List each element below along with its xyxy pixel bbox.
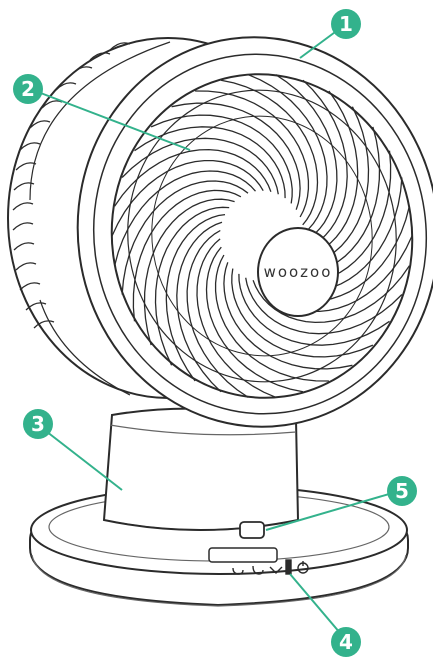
callout-5-number: 5: [395, 479, 409, 503]
callout-leaders: [37, 23, 397, 641]
grille-wire: [245, 277, 403, 335]
sensor-window: [239, 521, 265, 539]
grille-wire: [165, 213, 226, 382]
callout-2-number: 2: [21, 77, 35, 101]
grille-wire: [195, 90, 310, 218]
grille-wire: [220, 79, 319, 226]
leader-5: [265, 491, 397, 531]
grille-wire: [132, 189, 242, 322]
grille-wire: [252, 265, 410, 324]
grille-wire: [121, 180, 249, 295]
grille-wire: [231, 268, 374, 358]
grille-wire: [114, 148, 272, 207]
callout-1: 1: [331, 9, 361, 39]
grille-wire: [143, 198, 235, 346]
swing-icon: [252, 565, 264, 575]
leader-2: [37, 91, 191, 151]
grille-wire: [111, 159, 264, 237]
grille-wire: [121, 137, 279, 195]
grille-wire: [113, 170, 256, 266]
grille-wire: [275, 74, 338, 243]
grille-wire: [171, 102, 301, 210]
callout-1-number: 1: [339, 12, 353, 36]
callout-3-number: 3: [31, 412, 45, 436]
grille-spirals: [111, 74, 413, 398]
front-grille: [110, 73, 414, 399]
brand-logo-text: woozoo: [264, 263, 333, 281]
grille-wire: [205, 246, 304, 393]
grille-wire: [186, 229, 249, 398]
grille-wire: [223, 262, 353, 370]
grille-wire: [176, 221, 223, 393]
callout-4-number: 4: [339, 630, 353, 654]
callout-4: 4: [331, 627, 361, 657]
timer-icon: [269, 566, 283, 574]
grille-wire: [134, 126, 286, 199]
mode-icon: [232, 567, 244, 575]
grille-wire: [214, 254, 329, 382]
grille-wire: [196, 238, 277, 398]
leader-3: [41, 427, 123, 491]
callout-3: 3: [23, 409, 53, 439]
center-hub: woozoo: [257, 227, 339, 317]
grille-wire: [238, 273, 390, 346]
grille-wire: [150, 114, 293, 204]
callout-5: 5: [387, 476, 417, 506]
display-window: [208, 547, 278, 563]
speed-icon: [285, 559, 292, 575]
grille-wire: [154, 206, 230, 366]
grille-wire: [247, 74, 328, 234]
control-panel: [208, 547, 309, 575]
leader-4: [289, 573, 347, 641]
control-buttons: [232, 559, 309, 575]
callout-2: 2: [13, 74, 43, 104]
